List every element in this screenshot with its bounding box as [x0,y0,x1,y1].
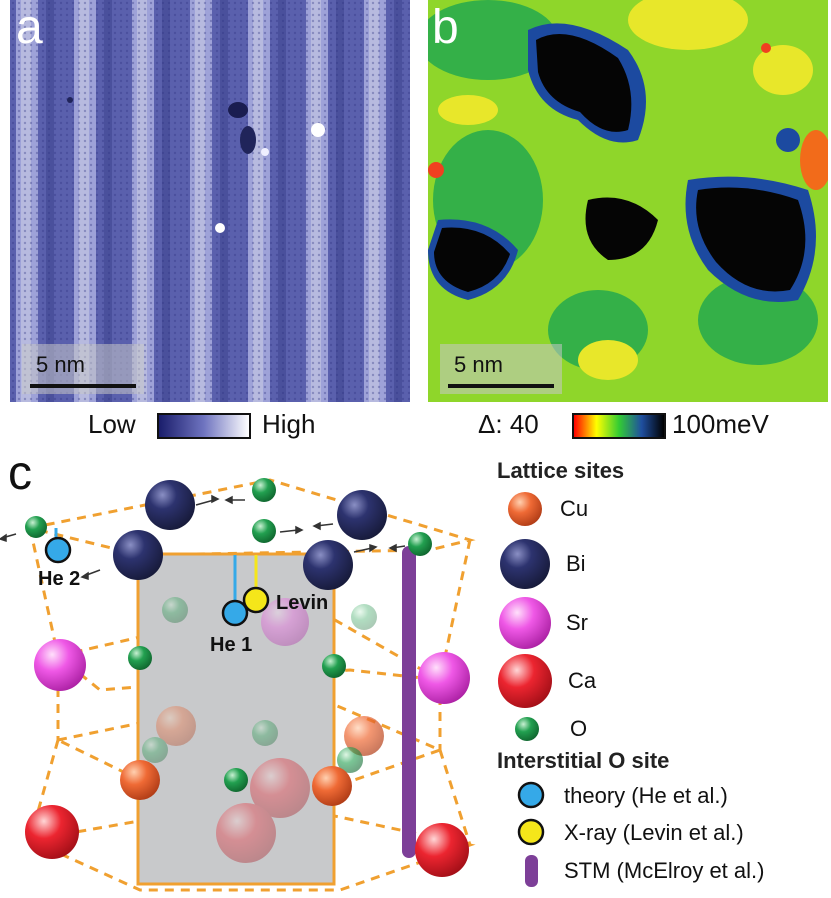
stm-site-bar [402,546,416,858]
he1-site-label: He 1 [210,634,253,656]
panel-b-gapmap: b 5 nm [428,0,828,402]
gap-map-image [428,0,828,402]
o-legend-icon [515,717,539,741]
scale-text: 5 nm [36,352,85,377]
legend-theory-label: theory (He et al.) [564,783,728,808]
cu-legend-icon [508,492,542,526]
colorbar-b [572,413,666,439]
levin-site-label: Levin [276,592,329,614]
levin-site-marker [242,586,270,614]
legend-sr-label: Sr [566,610,588,635]
sr-legend-icon [499,597,551,649]
topograph-image [10,0,410,402]
legend-o-label: O [570,716,588,741]
lattice-sites-heading: Lattice sites [497,458,625,483]
panel-a-label: a [16,1,43,54]
scale-bar [448,384,554,388]
colorbar-a-high-label: High [262,409,316,439]
colorbar-a [157,413,251,439]
he2-site-label: He 2 [38,568,81,590]
bi-legend-icon [500,539,550,589]
colorbar-b-min-label: Δ: 40 [478,409,539,439]
scale-bar [30,384,136,388]
panel-a-topograph: a 5 nm [10,0,410,402]
panel-b-label: b [432,1,459,54]
stm-legend-icon [525,855,538,887]
xray-legend-icon [517,818,545,846]
theory-legend-icon [517,781,545,809]
colorbar-a-low-label: Low [88,409,136,439]
legend-bi-label: Bi [566,551,586,576]
ca-legend-icon [498,654,552,708]
legend-stm-label: STM (McElroy et al.) [564,858,765,883]
interstitial-heading: Interstitial O site [497,748,670,773]
crystal-structure-diagram [0,478,476,892]
he2-site-marker [44,536,72,564]
scale-text: 5 nm [454,352,503,377]
panel-c-label: c [8,447,32,500]
he1-site-marker [221,599,249,627]
legend-ca-label: Ca [568,668,597,693]
legend-xray-label: X-ray (Levin et al.) [564,820,744,845]
colorbar-b-max-label: 100meV [672,409,769,439]
legend-cu-label: Cu [560,496,589,521]
legend-symbols [498,492,552,887]
